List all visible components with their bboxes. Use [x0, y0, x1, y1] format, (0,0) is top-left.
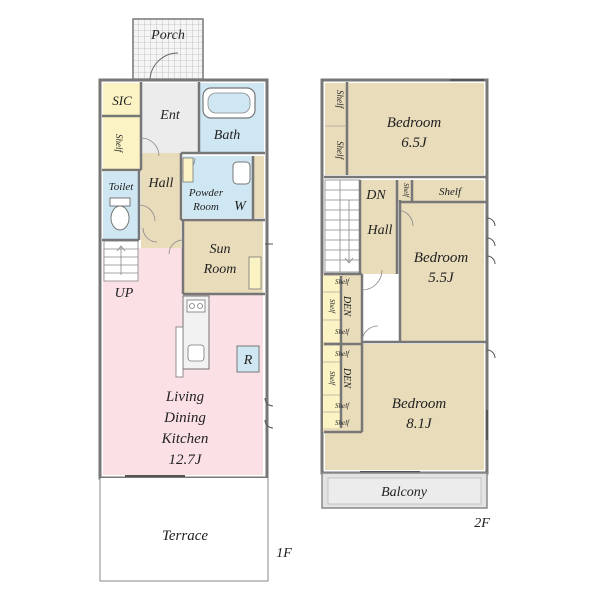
label-shelf-2f-d: Shelf — [439, 186, 463, 198]
shelf-strip-top — [412, 180, 484, 202]
label-shelf-2f-c: Shelf — [402, 183, 410, 198]
hall-2f-area — [360, 180, 397, 274]
labels-2f: Shelf Shelf Bedroom 6.5J DN Shelf Shelf … — [328, 90, 490, 531]
sic-room — [103, 83, 141, 115]
label-shelf-2f-a: Shelf — [335, 90, 345, 109]
shelf-1f-area — [103, 117, 141, 169]
label-shelf-2f-b: Shelf — [335, 141, 345, 160]
toilet-fixture — [109, 197, 131, 231]
label-sun-1: Sun — [210, 242, 231, 257]
label-ldk-3: Kitchen — [161, 431, 209, 447]
label-shelf-den-2: Shelf — [328, 299, 336, 314]
terrace-area — [99, 478, 269, 582]
label-powder-2: Room — [192, 201, 219, 213]
label-bedroom-3: Bedroom — [392, 396, 447, 412]
label-shelf-den-1: Shelf — [335, 278, 350, 286]
label-hall-1f: Hall — [148, 176, 174, 191]
label-shelf-den-3: Shelf — [335, 328, 350, 336]
label-terrace: Terrace — [162, 528, 208, 544]
label-powder-1: Powder — [188, 187, 224, 199]
shelf-column-top — [325, 83, 347, 175]
shelf-boxes-2f — [323, 125, 347, 413]
shelf-box-sun — [248, 256, 262, 290]
label-den-2: DEN — [341, 367, 352, 389]
label-bedroom-2-size: 5.5J — [428, 270, 455, 286]
bathtub — [202, 87, 256, 119]
label-floor-2f: 2F — [474, 516, 490, 531]
label-bath: Bath — [214, 128, 240, 143]
label-r: R — [243, 353, 253, 368]
label-shelf-den-4: Shelf — [335, 350, 350, 358]
label-ldk-2: Dining — [163, 410, 206, 426]
bedroom-8-1j — [325, 344, 484, 470]
label-ent: Ent — [159, 108, 181, 123]
label-bedroom-1-size: 6.5J — [401, 135, 428, 151]
label-shelf-den-7: Shelf — [335, 419, 350, 427]
stairs-1f — [103, 240, 139, 282]
labels-1f: Porch SIC Ent Bath Shelf Hall Powder Roo… — [109, 28, 293, 561]
stairs-2f — [324, 179, 361, 273]
label-toilet: Toilet — [109, 181, 135, 193]
first-floor — [98, 18, 274, 582]
label-sun-2: Room — [203, 262, 237, 277]
label-bedroom-2: Bedroom — [414, 250, 469, 266]
label-porch: Porch — [150, 28, 185, 43]
label-w: W — [234, 199, 247, 214]
label-balcony: Balcony — [381, 485, 428, 500]
refrigerator — [236, 345, 260, 373]
den-shelves-lower — [323, 346, 341, 428]
den-shelves-upper — [323, 276, 341, 342]
label-bedroom-1: Bedroom — [387, 115, 442, 131]
label-ldk-1: Living — [165, 389, 205, 405]
interior-walls-2f — [324, 82, 486, 434]
porch-area — [132, 18, 204, 82]
interior-walls-1f — [102, 82, 265, 296]
label-hall-2f: Hall — [367, 223, 393, 238]
label-shelf-1f: Shelf — [114, 134, 124, 153]
balcony-inner — [327, 477, 482, 505]
bedroom-5-5j — [400, 202, 484, 342]
label-up: UP — [115, 286, 134, 301]
shelf-box-powder — [182, 157, 194, 183]
door-swings-2f — [361, 209, 414, 343]
label-shelf-den-5: Shelf — [328, 371, 336, 386]
bedroom-6-5j — [325, 83, 484, 175]
washbasin — [232, 161, 251, 185]
label-bedroom-3-size: 8.1J — [406, 416, 433, 432]
second-floor — [320, 78, 496, 509]
entrance-door-swing — [149, 52, 179, 82]
window-markers-1f — [125, 243, 274, 477]
ent-area — [141, 83, 199, 153]
shelf-small-top — [397, 180, 412, 202]
label-shelf-den-6: Shelf — [335, 402, 350, 410]
kitchen-counter — [175, 295, 210, 378]
w-room — [253, 156, 264, 218]
label-dn: DN — [365, 188, 386, 203]
label-den-1: DEN — [341, 295, 352, 317]
label-sic: SIC — [112, 93, 132, 108]
label-floor-1f: 1F — [276, 546, 292, 561]
label-ldk-size: 12.7J — [169, 452, 203, 468]
window-markers-2f — [360, 79, 496, 473]
hall-1f-area — [141, 153, 181, 248]
